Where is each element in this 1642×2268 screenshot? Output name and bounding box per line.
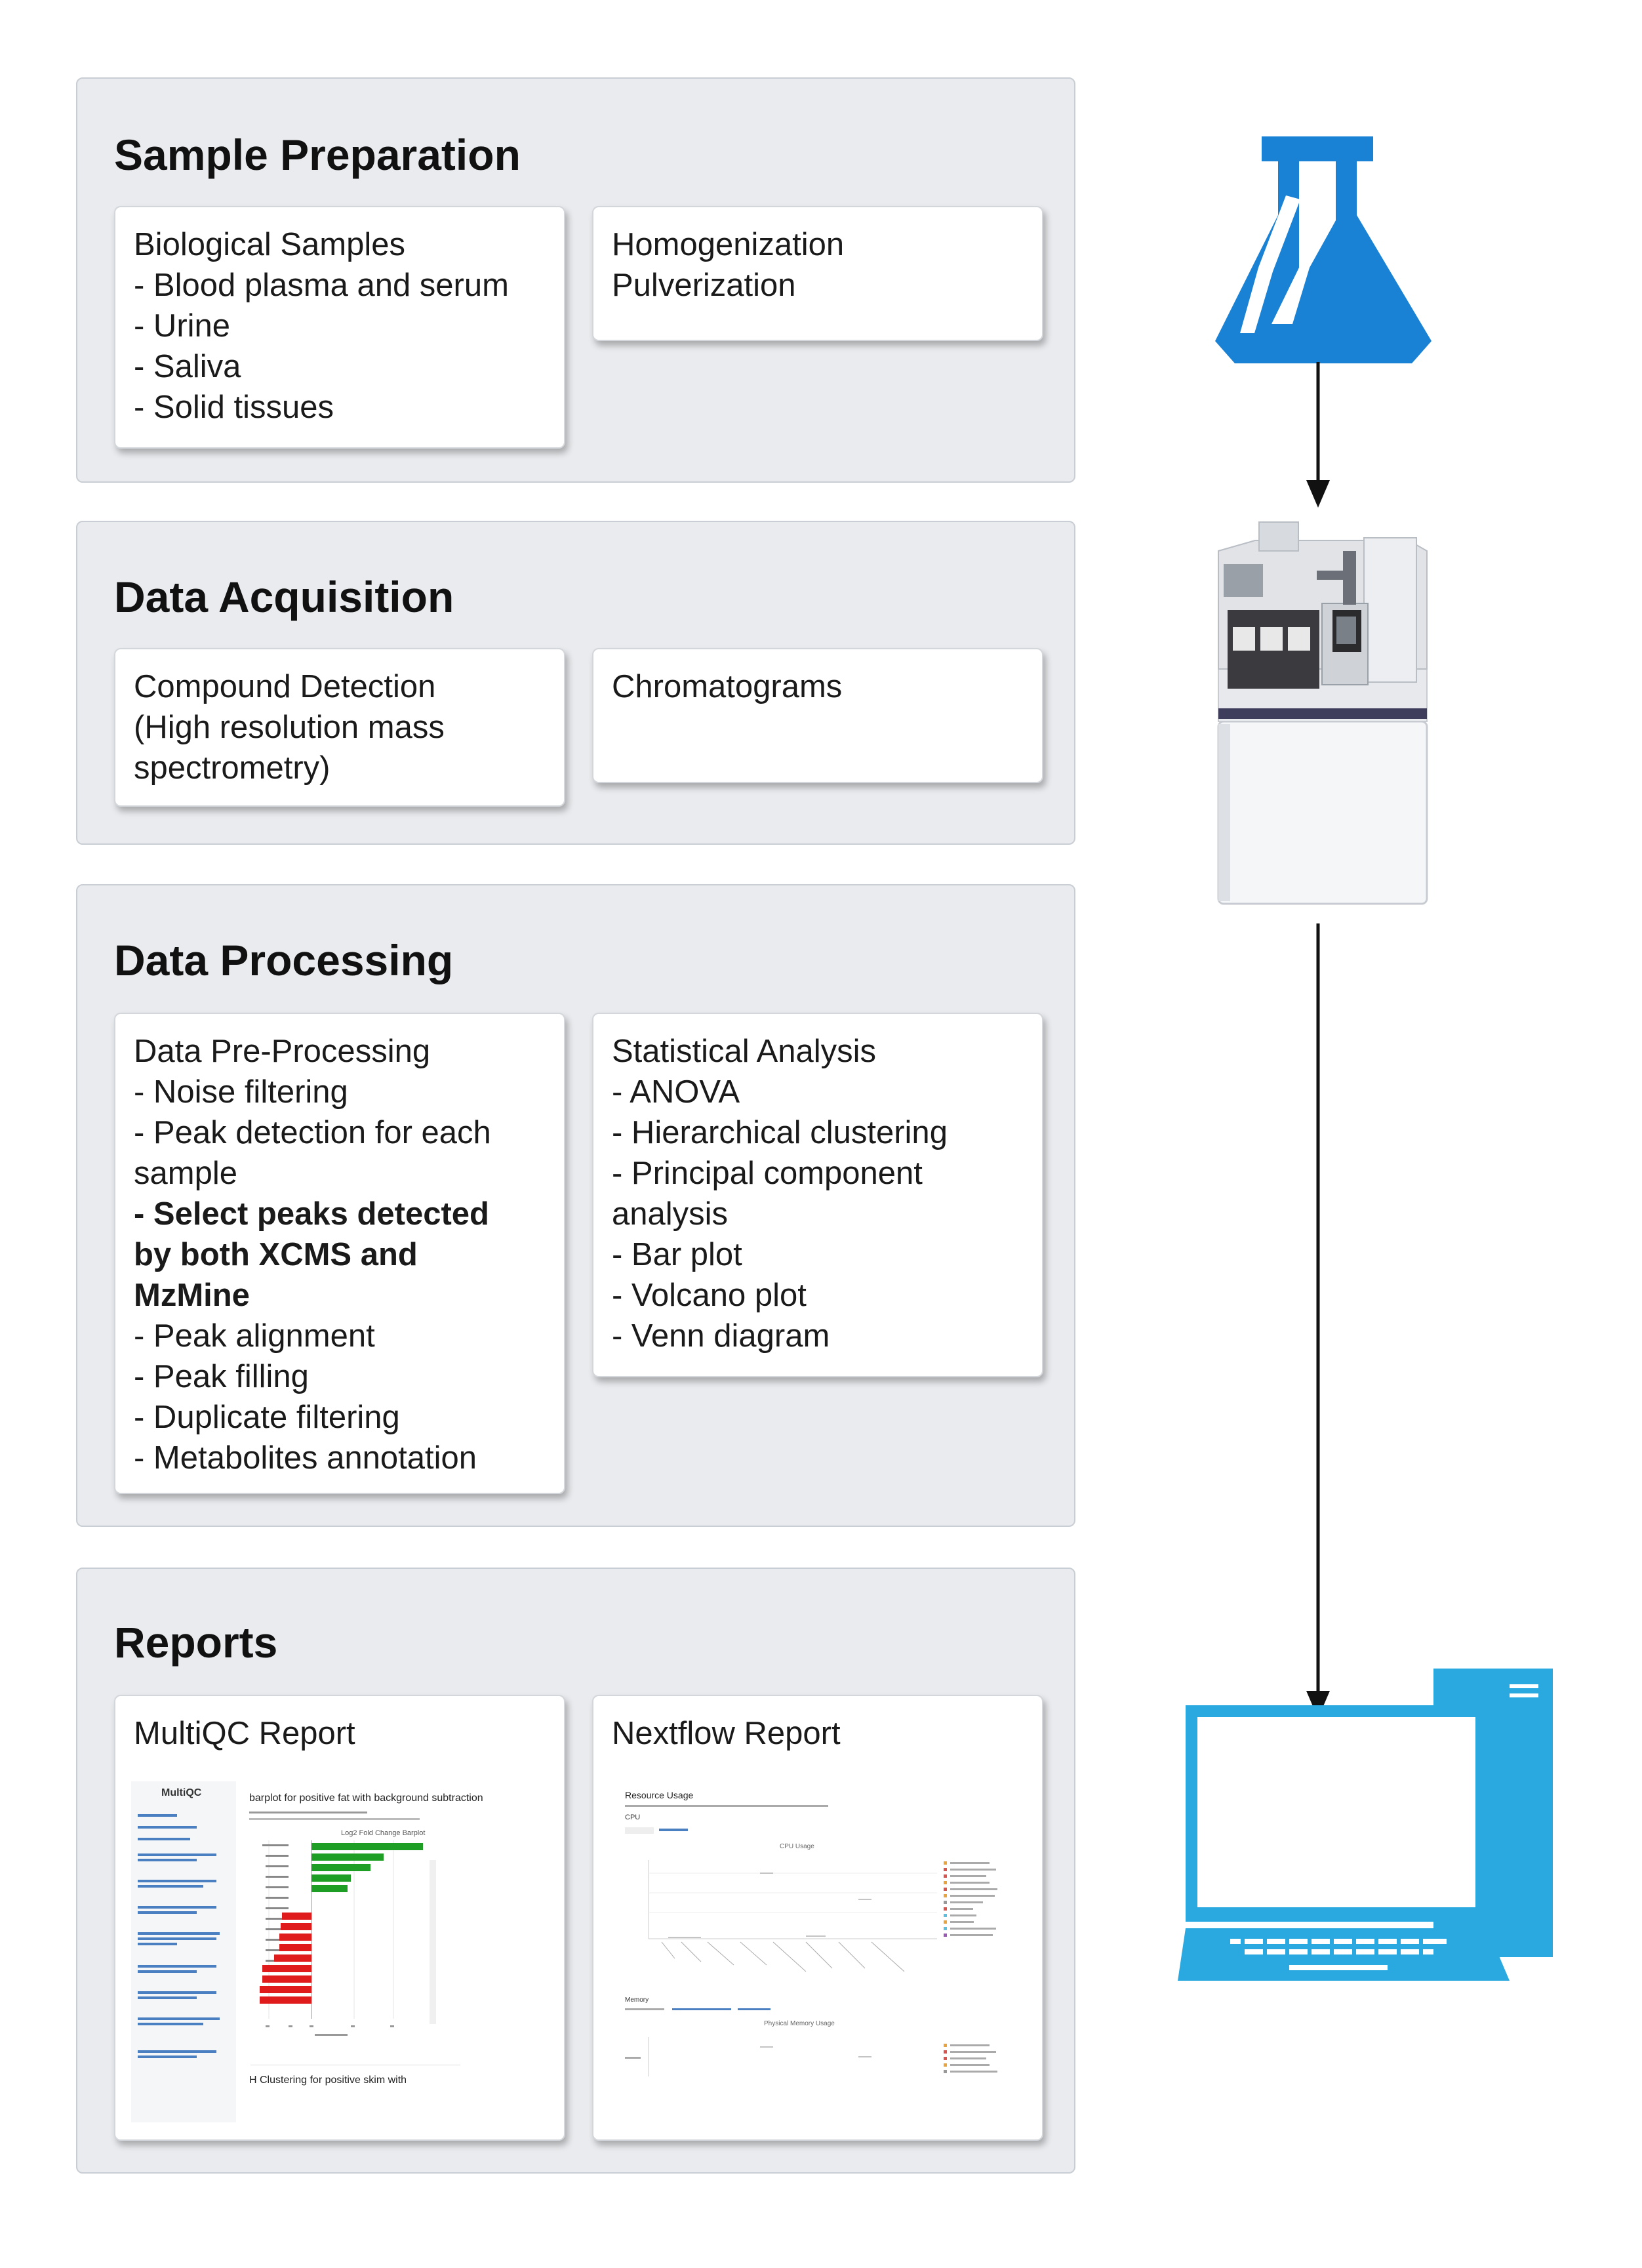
- thumb-cpu-chart-title: CPU Usage: [780, 1843, 814, 1850]
- section-title: Data Acquisition: [114, 573, 454, 621]
- card-line: spectrometry): [134, 750, 330, 786]
- card-line: - Solid tissues: [134, 390, 334, 425]
- computer-icon: [1178, 1669, 1553, 1981]
- reports-section: Reports MultiQC Report MultiQC barplot f…: [76, 1568, 1075, 2174]
- card-title: MultiQC Report: [134, 1716, 355, 1751]
- card-line: Data Pre-Processing: [134, 1034, 431, 1069]
- card-line: - ANOVA: [612, 1074, 740, 1110]
- compound-detection-card: Compound Detection (High resolution mass…: [114, 648, 565, 807]
- section-title: Sample Preparation: [114, 131, 521, 179]
- card-line-bold: MzMine: [134, 1278, 250, 1313]
- thumb-memory-chart-title: Physical Memory Usage: [764, 2020, 835, 2027]
- chromatograms-card: Chromatograms: [592, 648, 1043, 783]
- card-line: - Peak detection for each: [134, 1115, 491, 1150]
- card-line: sample: [134, 1156, 237, 1191]
- card-line: Pulverization: [612, 268, 796, 303]
- card-line: - Duplicate filtering: [134, 1400, 400, 1435]
- card-title: Nextflow Report: [612, 1716, 841, 1751]
- homogenization-card: Homogenization Pulverization: [592, 206, 1043, 341]
- card-line: (High resolution mass: [134, 710, 445, 745]
- card-line: - Volcano plot: [612, 1278, 807, 1313]
- card-line: Compound Detection: [134, 669, 436, 704]
- thumb-cpu-label: CPU: [625, 1813, 640, 1821]
- data-processing-section: Data Processing Data Pre-Processing - No…: [76, 884, 1075, 1527]
- card-line: Chromatograms: [612, 669, 843, 704]
- card-line-bold: - Select peaks detected: [134, 1196, 489, 1232]
- flask-icon: [1215, 136, 1432, 363]
- multiqc-report-card: MultiQC Report MultiQC barplot for posit…: [114, 1695, 565, 2141]
- nextflow-report-thumbnail: Resource Usage CPU CPU Usage: [625, 1790, 997, 2076]
- card-line: - Venn diagram: [612, 1318, 830, 1354]
- thumb-logo: MultiQC: [161, 1787, 202, 1798]
- card-line-bold: by both XCMS and: [134, 1237, 418, 1272]
- statistical-analysis-card: Statistical Analysis - ANOVA - Hierarchi…: [592, 1013, 1043, 1377]
- thumb-memory-label: Memory: [625, 1996, 649, 2004]
- arrow-down: [1306, 923, 1330, 1718]
- card-line: - Metabolites annotation: [134, 1440, 477, 1476]
- card-line: Homogenization: [612, 227, 845, 262]
- card-line: - Hierarchical clustering: [612, 1115, 948, 1150]
- thumb-footer: H Clustering for positive skim with: [249, 2075, 407, 2086]
- card-line: analysis: [612, 1196, 729, 1232]
- nextflow-report-card: Nextflow Report Resource Usage CPU CPU U…: [592, 1695, 1043, 2141]
- pre-processing-card: Data Pre-Processing - Noise filtering - …: [114, 1013, 565, 1494]
- multiqc-report-thumbnail: MultiQC barplot for positive fat with ba…: [131, 1781, 483, 2122]
- thumb-heading: barplot for positive fat with background…: [249, 1792, 483, 1804]
- card-line: - Principal component: [612, 1156, 923, 1191]
- data-acquisition-section: Data Acquisition Compound Detection (Hig…: [76, 521, 1075, 845]
- section-title: Data Processing: [114, 936, 454, 984]
- card-line: - Bar plot: [612, 1237, 742, 1272]
- card-line: - Peak filling: [134, 1359, 309, 1394]
- mass-spectrometer-icon: [1217, 521, 1428, 905]
- arrow-down: [1306, 362, 1330, 508]
- biological-samples-card: Biological Samples - Blood plasma and se…: [114, 206, 565, 449]
- card-line: Statistical Analysis: [612, 1034, 877, 1069]
- card-line: Biological Samples: [134, 227, 405, 262]
- sample-preparation-section: Sample Preparation Biological Samples - …: [76, 77, 1075, 483]
- card-line: - Urine: [134, 308, 231, 344]
- section-title: Reports: [114, 1618, 278, 1667]
- card-line: - Noise filtering: [134, 1074, 348, 1110]
- thumb-heading: Resource Usage: [625, 1790, 693, 1800]
- card-line: - Peak alignment: [134, 1318, 375, 1354]
- card-line: - Saliva: [134, 349, 241, 384]
- card-line: - Blood plasma and serum: [134, 268, 509, 303]
- thumb-plot-title: Log2 Fold Change Barplot: [341, 1829, 425, 1837]
